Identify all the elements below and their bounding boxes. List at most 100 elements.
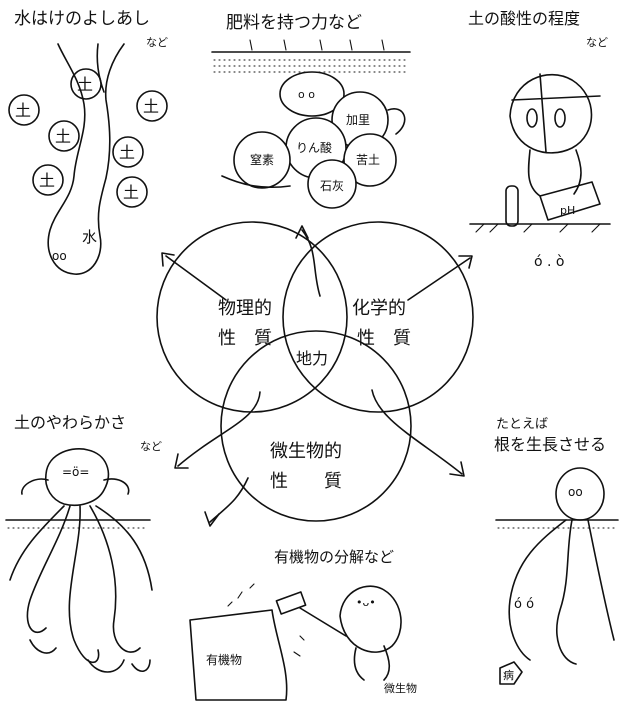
pathogen-label: 病	[503, 668, 514, 682]
biological-label-line2: 性 質	[270, 471, 342, 492]
plant-face: =ö=	[62, 465, 89, 479]
arrow-lower-left	[177, 391, 261, 467]
microbe-character	[339, 585, 402, 653]
soil-particle	[70, 68, 102, 100]
root	[26, 505, 71, 634]
chemical-circle	[282, 221, 474, 413]
arrow-down	[209, 477, 249, 523]
soil-particle-label: 土	[77, 75, 93, 94]
organic-matter-label: 有機物	[206, 652, 242, 667]
debris-chips	[227, 583, 305, 657]
arrowhead-down	[204, 511, 220, 527]
root	[68, 505, 100, 664]
ball-potassium-label: 加里	[346, 113, 370, 127]
ball-lime	[307, 159, 357, 209]
arrow-upper-left	[165, 255, 227, 301]
root-tips	[29, 639, 151, 673]
fertilizer-character	[279, 71, 345, 117]
root	[587, 519, 615, 641]
soil-particle	[32, 164, 64, 196]
arrow-up	[301, 229, 321, 297]
panel-root-growth: たとえば 根を生長させる oo ó ó 病	[494, 417, 619, 685]
physical-circle	[156, 221, 348, 413]
biological-label-line1: 微生物的	[270, 441, 342, 462]
soil-face: ó . ò	[534, 254, 564, 270]
root	[9, 505, 65, 581]
ph-meter	[539, 181, 601, 221]
chemical-label-line1: 化学的	[352, 298, 406, 319]
acidity-title: 土の酸性の程度	[468, 9, 580, 28]
scientist-head	[509, 73, 593, 154]
arrowhead-up	[295, 225, 309, 239]
plant-face: oo	[568, 485, 583, 499]
overlap-label: 地力	[296, 349, 328, 368]
root-face: ó ó	[514, 597, 534, 612]
soil-particle	[48, 120, 80, 152]
ground-hatch	[475, 223, 601, 233]
arrowhead-upper-right	[458, 255, 473, 269]
softness-note: など	[140, 440, 162, 453]
growth-line2: 根を生長させる	[494, 435, 606, 454]
venn-diagram: 物理的 性 質 化学的 性 質 地力 微生物的 性 質	[156, 221, 474, 527]
hammer-head	[275, 591, 307, 615]
scientist-body	[527, 149, 582, 197]
holding-hand	[387, 108, 406, 135]
character-face: o o	[298, 88, 315, 101]
acidity-note: など	[586, 36, 608, 49]
arrowhead-upper-left	[161, 252, 175, 267]
soil-particle	[116, 176, 148, 208]
microbe-face: •ᴗ•	[356, 596, 376, 609]
holding-arm	[221, 175, 291, 189]
ball-magnesium-label: 苦土	[356, 153, 380, 167]
ph-meter-label: pH	[560, 204, 575, 217]
panel-water-drainage: 水はけのよしあし など 土 土 土 土 土 土 土 水 oo	[8, 9, 168, 275]
physical-label-line2: 性 質	[218, 328, 272, 349]
hammer-handle	[299, 607, 347, 637]
soil-particle	[136, 90, 168, 122]
decompose-title: 有機物の分解など	[274, 548, 394, 566]
root	[89, 505, 141, 653]
arrowhead-lower-left	[174, 453, 189, 469]
arrow-upper-right	[407, 257, 471, 301]
soil-particle	[8, 94, 40, 126]
water-drop-label: 水	[82, 228, 97, 246]
organic-matter-block	[189, 609, 288, 701]
pathogen-shape	[499, 661, 523, 685]
water-title: 水はけのよしあし	[14, 9, 150, 29]
ball-nitrogen	[233, 131, 291, 189]
test-tube	[505, 185, 519, 227]
soil-dots	[213, 59, 409, 73]
panel-decomposition: 有機物の分解など 有機物 •ᴗ• 微生物	[189, 548, 417, 701]
cap-band	[511, 73, 601, 153]
rain-ticks	[249, 39, 385, 51]
water-note: など	[146, 36, 168, 49]
panel-softness: 土のやわらかさ など =ö=	[5, 413, 162, 673]
softness-title: 土のやわらかさ	[14, 413, 126, 432]
root	[95, 505, 153, 591]
ball-nitrogen-label: 窒素	[250, 152, 274, 167]
soil-particle-label: 土	[39, 171, 55, 190]
ball-lime-label: 石灰	[320, 179, 344, 193]
soil-particle-label: 土	[55, 127, 71, 146]
soil-particle	[112, 136, 144, 168]
physical-label-line1: 物理的	[218, 298, 272, 319]
water-branch	[96, 43, 105, 93]
fertilizer-title: 肥料を持つ力など	[226, 13, 362, 33]
soil-particle-label: 土	[123, 183, 139, 202]
microbe-legs	[353, 645, 391, 681]
scientist-eye	[526, 108, 538, 128]
soil-particle-label: 土	[143, 97, 159, 116]
microbe-label: 微生物	[384, 681, 417, 695]
panel-acidity: 土の酸性の程度 など pH ó . ò	[468, 9, 611, 270]
panel-fertilizer: 肥料を持つ力など o o 加里 りん酸 苦土 窒素 石灰	[211, 13, 411, 209]
growth-line1: たとえば	[496, 417, 548, 432]
soil-particle-label: 土	[15, 101, 31, 120]
root	[508, 519, 567, 661]
chemical-label-line2: 性 質	[357, 328, 411, 349]
water-drop-face: oo	[52, 249, 67, 263]
soil-particle-label: 土	[119, 143, 135, 162]
plant-character	[44, 448, 110, 506]
root	[556, 519, 577, 665]
biological-circle	[220, 330, 412, 522]
